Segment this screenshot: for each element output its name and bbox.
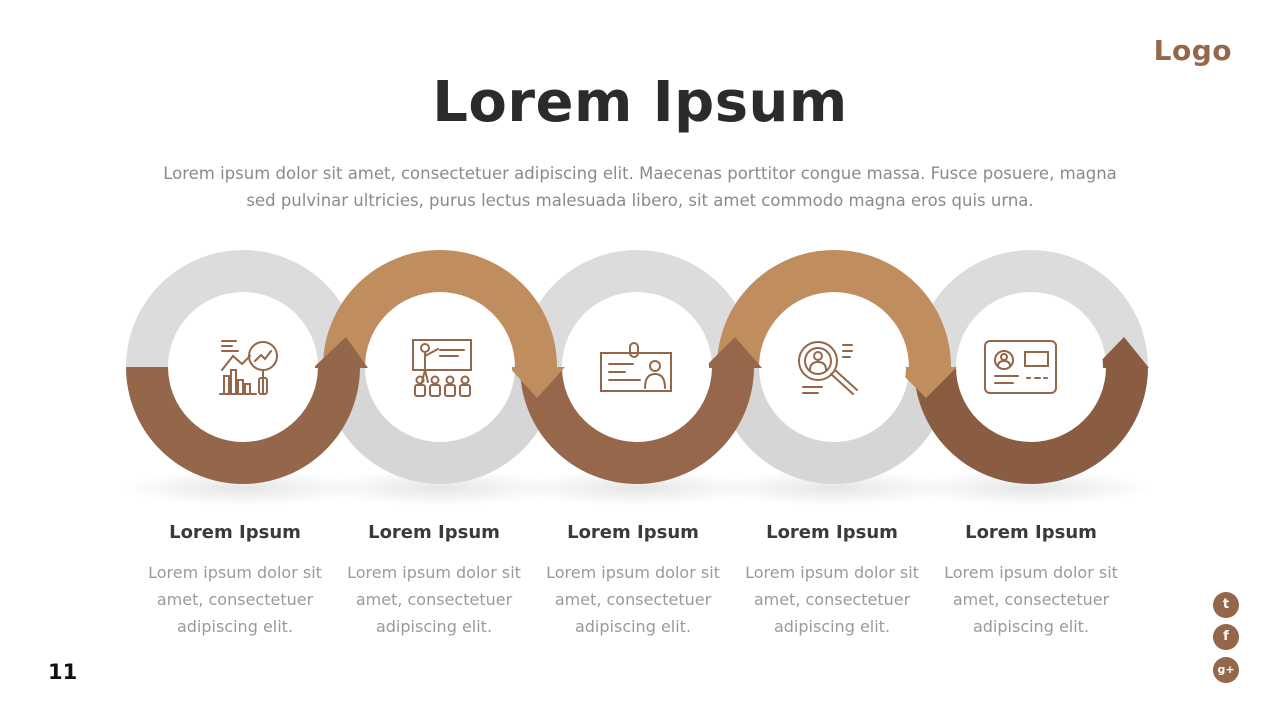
step-4-description: Lorem ipsum dolor sit amet, consectetuer…	[745, 563, 919, 636]
inner-circles	[171, 295, 1103, 439]
logo: Logo	[1153, 34, 1232, 67]
presentation-audience-icon	[412, 339, 472, 397]
step-2: Lorem Ipsum Lorem ipsum dolor sit amet, …	[334, 522, 534, 640]
step-5-description: Lorem ipsum dolor sit amet, consectetuer…	[944, 563, 1118, 636]
step-1-title: Lorem Ipsum	[169, 522, 301, 543]
step-4-title: Lorem Ipsum	[766, 522, 898, 543]
step-3: Lorem Ipsum Lorem ipsum dolor sit amet, …	[533, 522, 733, 640]
arrowhead-down-2	[509, 367, 565, 398]
arc-step-1	[126, 366, 360, 484]
arrowhead-up-1	[313, 337, 368, 368]
step-2-title: Lorem Ipsum	[368, 522, 500, 543]
step-1: Lorem Ipsum Lorem ipsum dolor sit amet, …	[135, 522, 335, 640]
arc-step-3	[520, 366, 754, 484]
step-5-title: Lorem Ipsum	[965, 522, 1097, 543]
process-ring-diagram	[123, 250, 1151, 506]
arc-step-4	[717, 250, 951, 368]
step-4: Lorem Ipsum Lorem ipsum dolor sit amet, …	[732, 522, 932, 640]
id-badge-icon	[600, 342, 672, 392]
user-search-icon	[798, 341, 858, 395]
tumblr-icon[interactable]: t	[1213, 592, 1239, 618]
id-card-icon	[984, 340, 1057, 394]
step-2-description: Lorem ipsum dolor sit amet, consectetuer…	[347, 563, 521, 636]
page-number: 11	[48, 660, 78, 684]
step-1-description: Lorem ipsum dolor sit amet, consectetuer…	[148, 563, 322, 636]
arc-step-5	[914, 366, 1148, 484]
step-5: Lorem Ipsum Lorem ipsum dolor sit amet, …	[931, 522, 1131, 640]
arc-step-2	[323, 250, 557, 368]
arrowhead-down-4	[895, 367, 957, 398]
analytics-magnifier-icon	[219, 340, 278, 395]
page-title: Lorem Ipsum	[432, 70, 848, 135]
step-3-description: Lorem ipsum dolor sit amet, consectetuer…	[546, 563, 720, 636]
facebook-icon[interactable]: f	[1213, 624, 1239, 650]
google-plus-icon[interactable]: g+	[1213, 657, 1239, 683]
step-3-title: Lorem Ipsum	[567, 522, 699, 543]
arrowhead-up-5	[1094, 337, 1149, 368]
colored-arcs	[126, 250, 1149, 484]
page-subtitle: Lorem ipsum dolor sit amet, consectetuer…	[163, 164, 1117, 210]
arrowhead-up-3	[704, 337, 762, 368]
diagram-shadows	[123, 470, 1151, 506]
